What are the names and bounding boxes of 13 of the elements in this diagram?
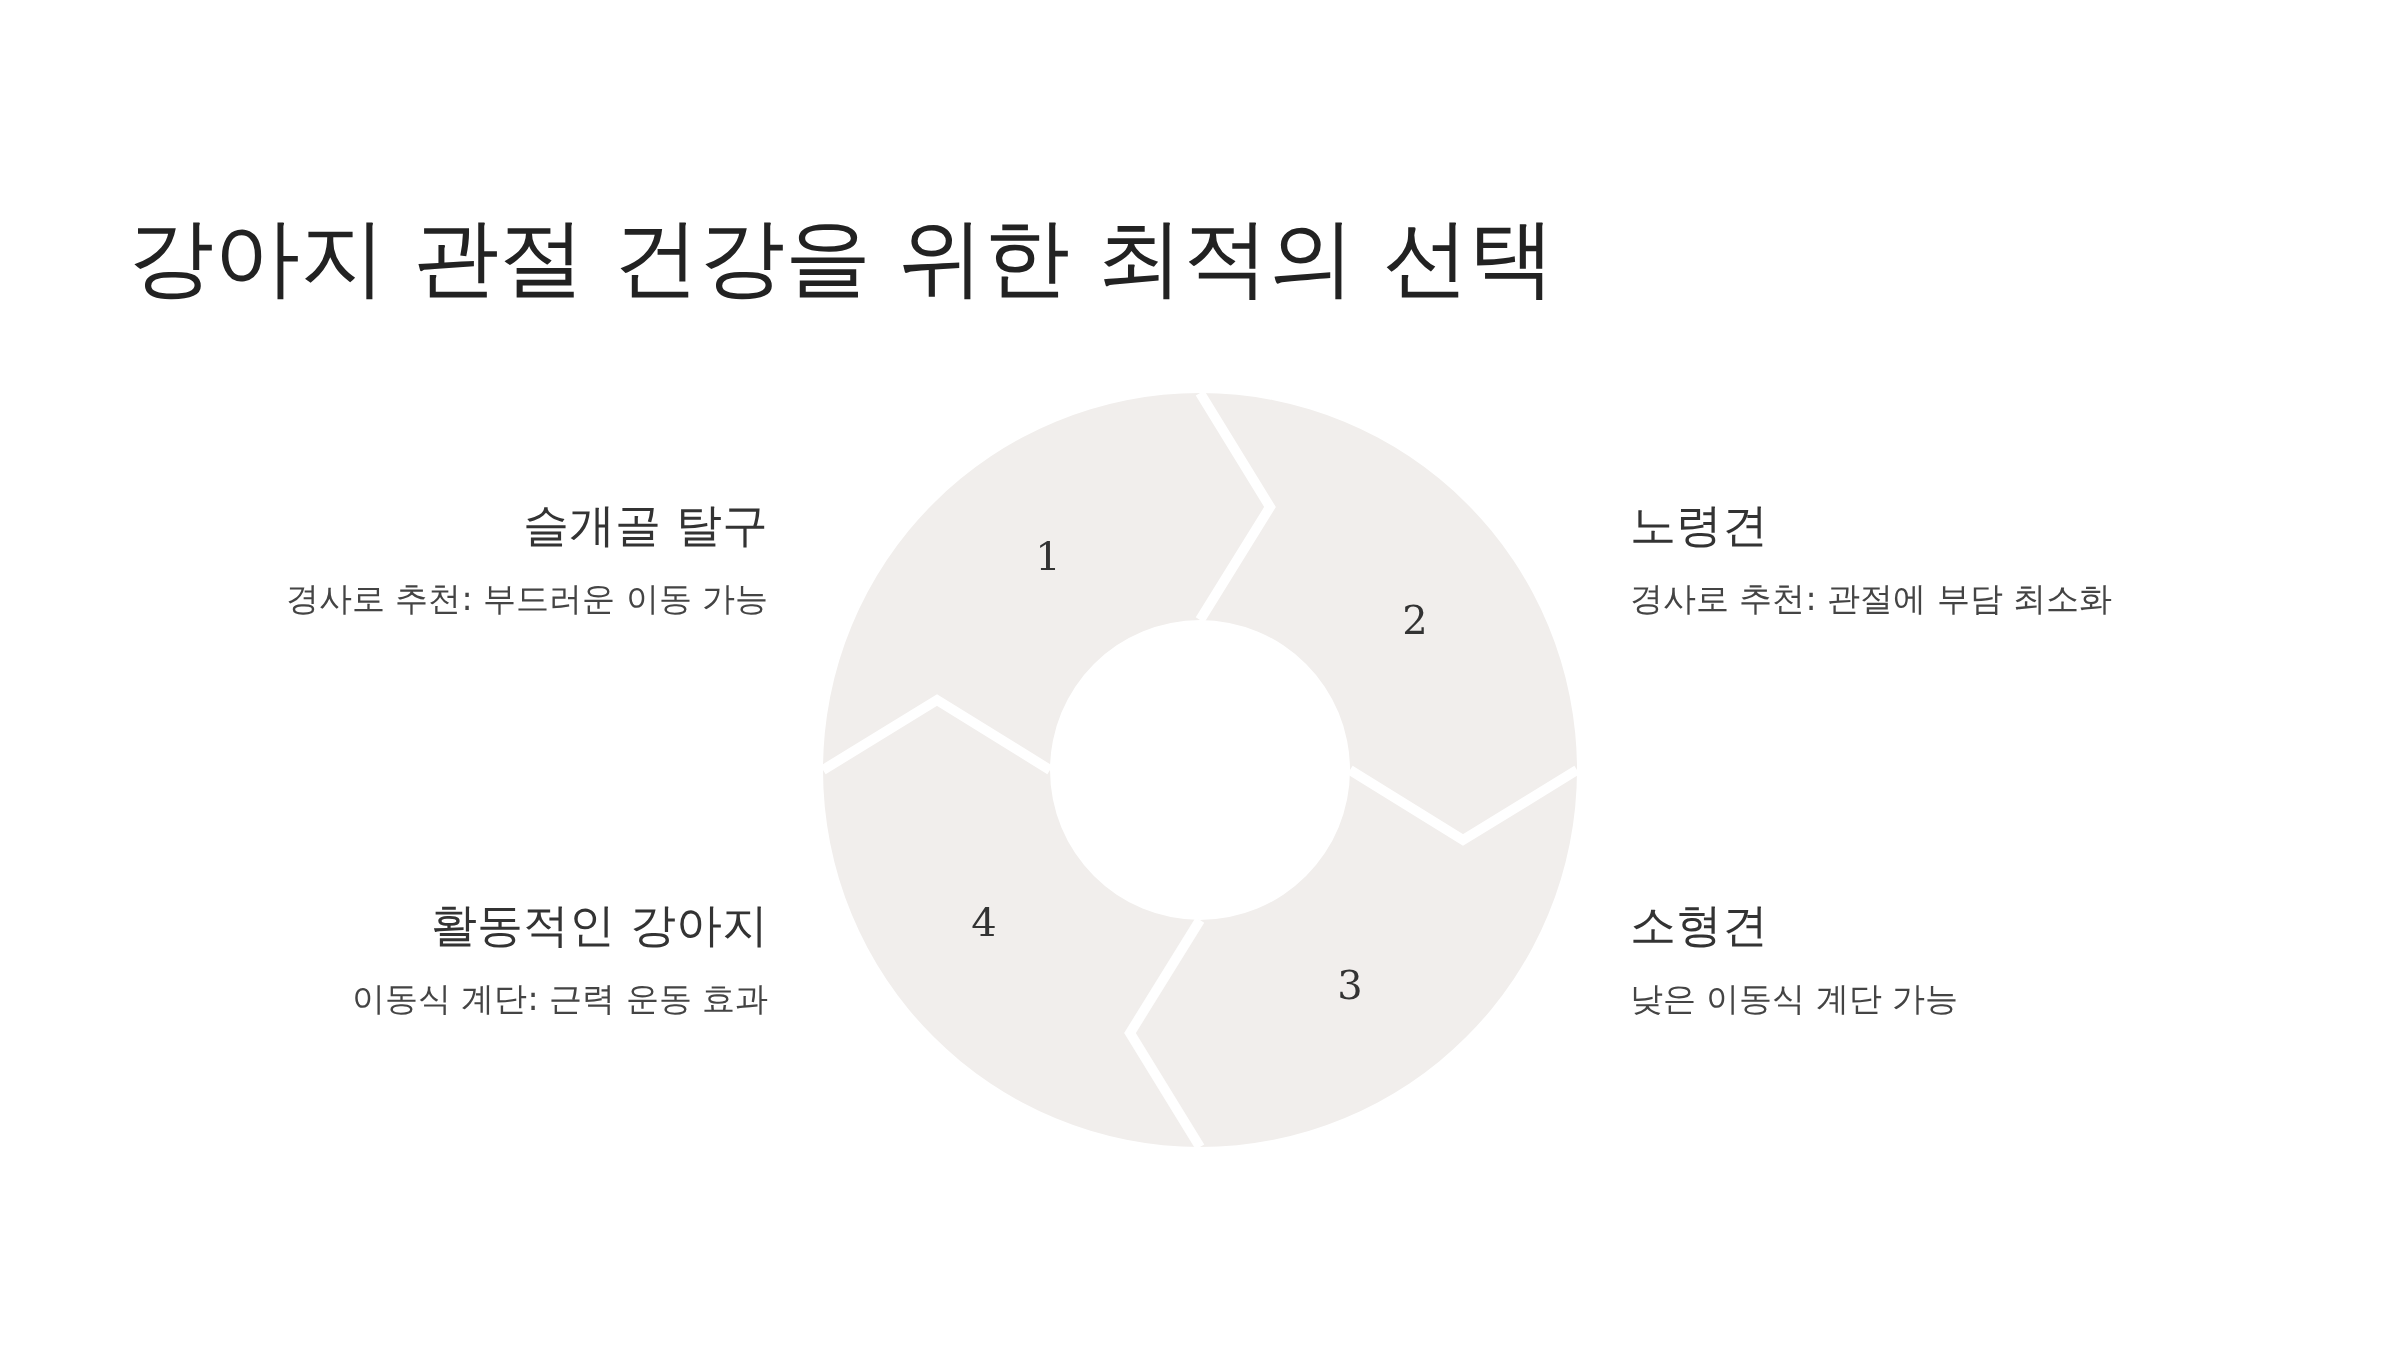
segment-description: 이동식 계단: 근력 운동 효과	[351, 978, 768, 1020]
segment-description: 경사로 추천: 부드러운 이동 가능	[285, 578, 768, 620]
step-number: 2	[1402, 600, 1428, 640]
segment-description: 낮은 이동식 계단 가능	[1630, 978, 1959, 1020]
step-number: 3	[1337, 965, 1363, 1005]
segment-description: 경사로 추천: 관절에 부담 최소화	[1630, 578, 2113, 620]
title: 강아지 관절 건강을 위한 최적의 선택	[128, 206, 1555, 309]
segment-heading: 슬개골 탈구	[523, 497, 768, 554]
step-number: 1	[1035, 536, 1061, 576]
segment-heading: 소형견	[1630, 897, 1768, 954]
step-number: 4	[971, 902, 997, 942]
segment-heading: 노령견	[1630, 497, 1768, 554]
segment-heading: 활동적인 강아지	[431, 897, 768, 954]
